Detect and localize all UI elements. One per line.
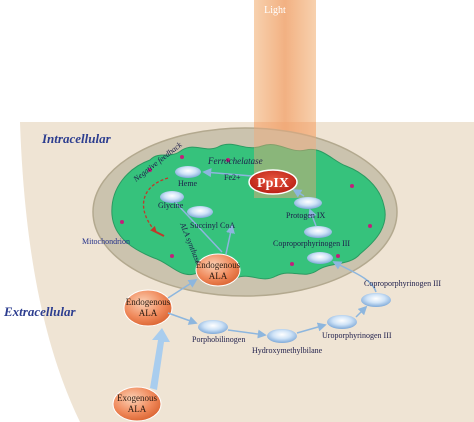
arrow-protogen-ppix xyxy=(292,189,305,198)
ppix-node xyxy=(248,169,298,195)
feedback-bar xyxy=(151,229,165,237)
negative-feedback-arrow xyxy=(142,177,169,233)
arrow-uro-copro xyxy=(355,305,368,318)
glycine-label: Glycine xyxy=(158,201,184,210)
porphobilinogen-vesicle xyxy=(198,320,228,334)
arrow-copro-protogen xyxy=(308,208,317,227)
exogenous-arrow xyxy=(150,328,170,390)
copro-inner-vesicle-2 xyxy=(307,252,333,264)
glycine-vesicle xyxy=(160,191,184,203)
arrow-heme-neg xyxy=(225,224,235,255)
exo-line1: Exogenous xyxy=(117,393,157,403)
arrow-pbg-hmb xyxy=(227,329,267,339)
fe-label: Fe2+ xyxy=(224,173,241,182)
endogenous-ala-outer xyxy=(123,289,173,327)
endo-inner-line2: ALA xyxy=(209,271,228,281)
exogenous-ala xyxy=(112,386,162,422)
light-label: Light xyxy=(264,5,286,16)
heme-vesicle xyxy=(175,166,201,178)
succinyl-label: Succinyl CoA xyxy=(190,221,235,230)
arrow-hmb-uro xyxy=(296,322,327,334)
heme-label: Heme xyxy=(178,179,198,188)
intracellular-label: Intracellular xyxy=(41,131,112,146)
copro-outer-label: Coproporphyrinogen III xyxy=(364,279,441,288)
mitochondrion-label: Mitochondrion xyxy=(82,237,130,246)
hydroxymethylbilane-vesicle xyxy=(267,329,297,343)
endo-outer-line1: Endogenous xyxy=(126,297,171,307)
exo-line2: ALA xyxy=(128,404,147,414)
copro-outer-vesicle xyxy=(361,293,391,307)
porphobilinogen-label: Porphobilinogen xyxy=(192,335,245,344)
protogen-label: Protogen IX xyxy=(286,211,326,220)
succinyl-vesicle xyxy=(187,206,213,218)
extracellular-label: Extracellular xyxy=(3,304,76,319)
endo-outer-line2: ALA xyxy=(139,308,158,318)
copro-inner-vesicle xyxy=(304,226,332,238)
arrow-endo-pbg xyxy=(167,312,198,325)
copro-inner-label: Coproporphyrinogen III xyxy=(273,239,350,248)
arrow-ppix-heme xyxy=(202,168,253,178)
ppix-label: PpIX xyxy=(257,176,289,191)
uroporphyrinogen-label: Uroporphyrinogen III xyxy=(322,331,392,340)
protogen-vesicle xyxy=(294,197,322,209)
arrow-glycine-succ xyxy=(175,202,223,253)
ferrochelatase-label: Ferrochelatase xyxy=(207,156,263,166)
endo-inner-line1: Endogenous xyxy=(196,260,241,270)
arrow-copro-in xyxy=(332,261,377,293)
endogenous-ala-inner xyxy=(195,253,241,287)
uroporphyrinogen-vesicle xyxy=(327,315,357,329)
matrix-dots xyxy=(120,155,372,266)
arrow-endo-outer-inner xyxy=(167,279,198,299)
hydroxymethylbilane-label: Hydroxymethylbilane xyxy=(252,346,323,355)
